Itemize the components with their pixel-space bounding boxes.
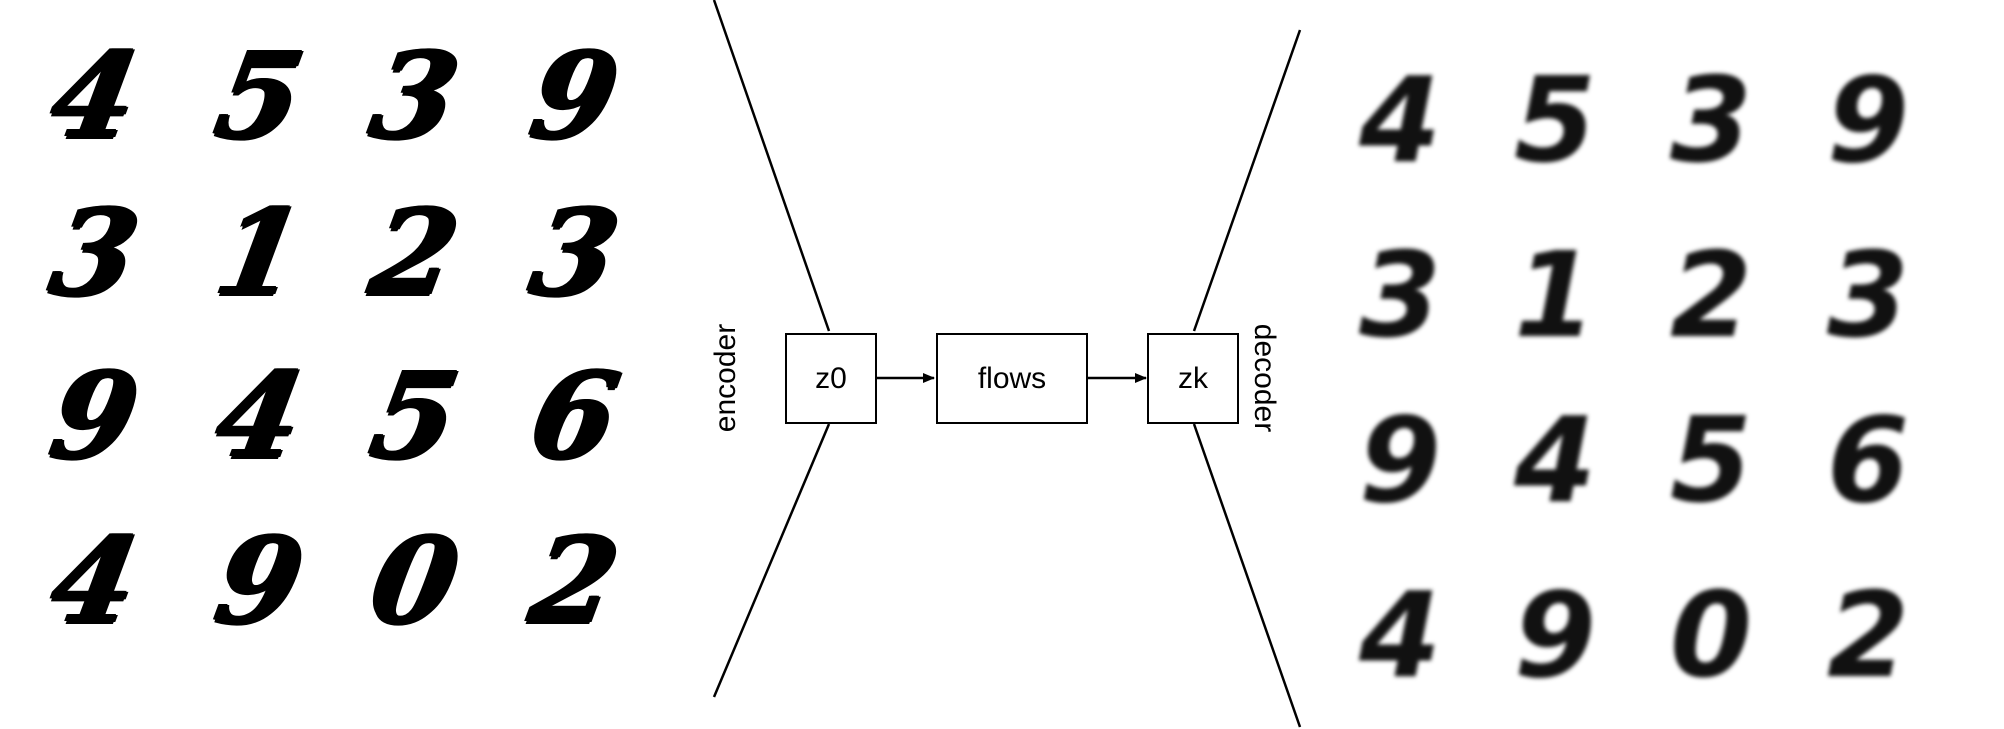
input-digit: 2 [361,182,469,321]
input-digit: 0 [361,510,469,649]
input-digit: 9 [206,510,314,649]
reconstructed-digit: 9 [1826,51,1910,189]
zk-box: zk [1147,333,1239,424]
input-digit: 4 [41,510,149,649]
reconstructed-digit: 9 [1358,391,1442,529]
decoder-label: decoder [1248,323,1282,433]
reconstructed-digit: 4 [1513,391,1597,529]
reconstructed-digit: 6 [1826,391,1910,529]
reconstructed-digit: 5 [1669,391,1753,529]
reconstructed-digit: 0 [1669,566,1753,704]
reconstructed-digit: 5 [1513,51,1597,189]
input-digit: 3 [521,182,629,321]
encoder-label: encoder [709,323,743,433]
reconstructed-digit: 9 [1513,566,1597,704]
reconstructed-digit: 3 [1358,226,1442,364]
input-digit: 9 [41,345,149,484]
reconstructed-digit: 1 [1513,226,1597,364]
input-digit: 9 [521,25,629,164]
reconstructed-digit: 2 [1669,226,1753,364]
reconstructed-digit: 3 [1669,51,1753,189]
z0-box: z0 [785,333,877,424]
reconstructed-digit: 4 [1358,51,1442,189]
reconstructed-digit: 2 [1826,566,1910,704]
input-digit: 2 [521,510,629,649]
encoder-funnel-bottom-line [712,423,831,698]
input-digit: 5 [206,25,314,164]
reconstructed-digit: 3 [1826,226,1910,364]
reconstructed-digit: 4 [1358,566,1442,704]
input-digit: 4 [206,345,314,484]
input-digit: 4 [41,25,149,164]
input-digit: 5 [361,345,469,484]
encoder-funnel-top-line [712,0,831,332]
decoder-funnel-top-line [1192,29,1302,332]
input-digit: 3 [41,182,149,321]
input-digit: 3 [361,25,469,164]
flows-box: flows [936,333,1088,424]
decoder-funnel-bottom-line [1192,423,1302,728]
input-digit: 1 [206,182,314,321]
input-digit: 6 [521,345,629,484]
